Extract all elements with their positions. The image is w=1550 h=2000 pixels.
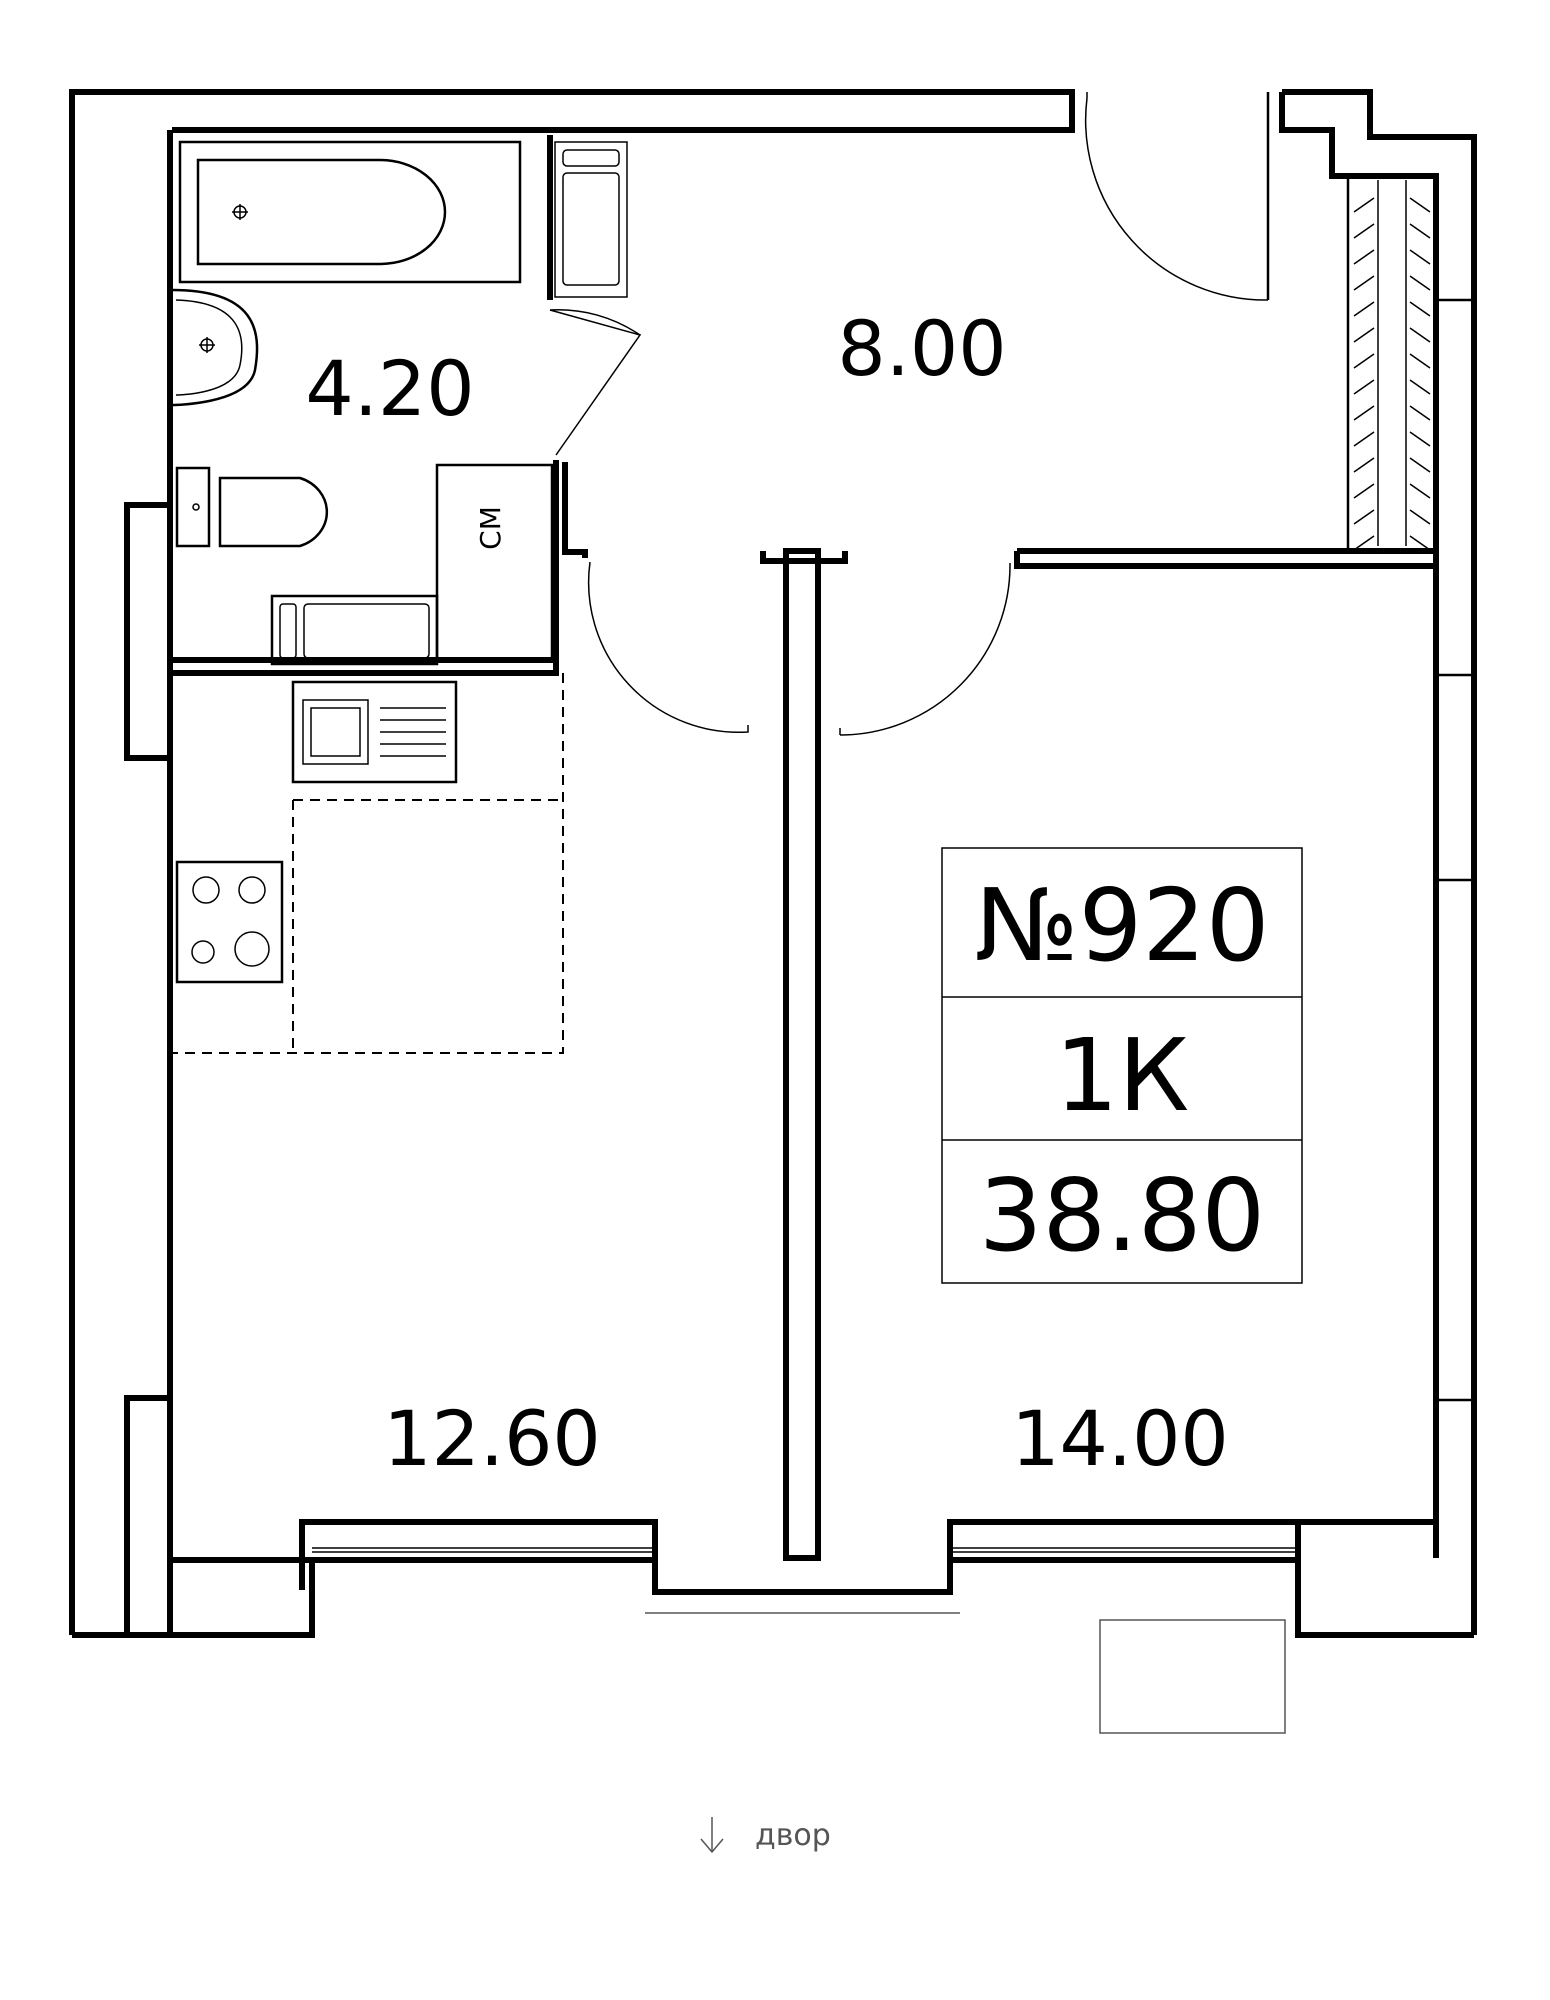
- hatch-stroke: [1353, 431, 1375, 447]
- doors: [549, 92, 1270, 736]
- washing-machine: СМ: [435, 463, 554, 662]
- stove-icon: [175, 860, 284, 984]
- kitchen-area: 12.60: [383, 1394, 601, 1483]
- sink-drainer-lines: [380, 707, 446, 757]
- interior-walls: [170, 135, 1439, 1561]
- hatch-stroke: [1353, 379, 1375, 395]
- hatch-stroke: [1409, 405, 1431, 421]
- wardrobe-hatch-lines: [1353, 197, 1431, 551]
- hatch-stroke: [1353, 483, 1375, 499]
- arrow-down-icon: [700, 1817, 724, 1854]
- hatch-stroke: [1409, 509, 1431, 525]
- room-area: 14.00: [1011, 1394, 1229, 1483]
- info-box: №920 1К 38.80: [941, 847, 1303, 1284]
- hatch-stroke: [1353, 301, 1375, 317]
- hatch-stroke: [1409, 275, 1431, 291]
- apartment-number: №920: [975, 867, 1270, 984]
- kitchen-counter-outline: [170, 673, 564, 1054]
- hatch-stroke: [1409, 483, 1431, 499]
- hall-area: 8.00: [837, 304, 1006, 393]
- hatch-stroke: [1353, 353, 1375, 369]
- hatch-stroke: [1353, 405, 1375, 421]
- hatch-stroke: [1409, 249, 1431, 265]
- orientation-label: двор: [755, 1818, 831, 1853]
- hatch-stroke: [1353, 327, 1375, 343]
- bathroom-cabinet-icon: [270, 594, 439, 666]
- hatch-stroke: [1353, 509, 1375, 525]
- hatch-stroke: [1353, 275, 1375, 291]
- kitchen-sink-icon: [291, 680, 458, 784]
- hatch-stroke: [1353, 535, 1375, 551]
- hatch-stroke: [1409, 535, 1431, 551]
- hatch-stroke: [1409, 457, 1431, 473]
- bathtub-icon: [178, 140, 522, 284]
- bathroom-area: 4.20: [305, 344, 474, 433]
- hatch-stroke: [1353, 457, 1375, 473]
- hatch-stroke: [1409, 353, 1431, 369]
- hatch-stroke: [1353, 197, 1375, 213]
- hatch-stroke: [1353, 223, 1375, 239]
- hatch-stroke: [1409, 223, 1431, 239]
- hatch-stroke: [1353, 249, 1375, 265]
- hatch-stroke: [1409, 431, 1431, 447]
- hatch-stroke: [1409, 327, 1431, 343]
- apartment-type: 1К: [1055, 1017, 1190, 1134]
- toilet-icon: [175, 466, 329, 548]
- washer-label: СМ: [474, 506, 507, 550]
- wardrobe-hatch: [1377, 180, 1407, 546]
- towel-dryer-icon: [554, 141, 628, 298]
- hatch-stroke: [1409, 301, 1431, 317]
- total-area: 38.80: [979, 1157, 1265, 1274]
- outer-walls: [69, 89, 1477, 1734]
- hatch-stroke: [1409, 379, 1431, 395]
- hatch-stroke: [1409, 197, 1431, 213]
- sink-icon: [171, 288, 259, 407]
